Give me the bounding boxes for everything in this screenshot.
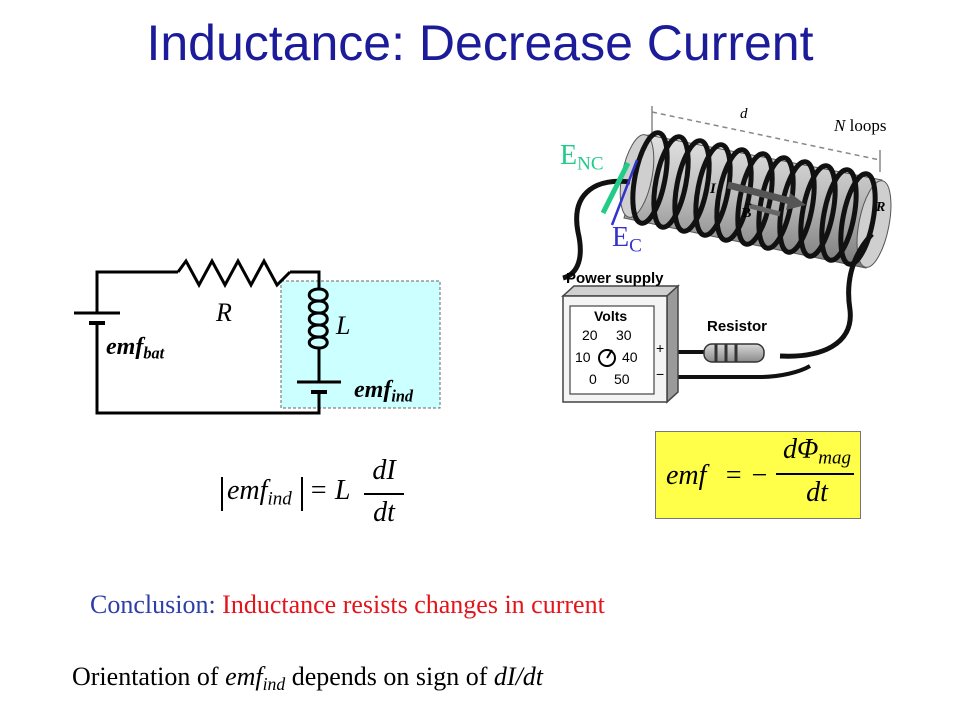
- solenoid-loops: [630, 130, 878, 267]
- inductor-highlight-box: [280, 280, 441, 409]
- equation2-denominator: dt: [806, 477, 828, 508]
- resistor-label: R: [216, 298, 232, 327]
- dial-mark-30: 30: [616, 327, 632, 343]
- current-arrow: [727, 181, 791, 205]
- radius-label: R: [876, 200, 886, 215]
- dial-mark-40: 40: [622, 349, 638, 365]
- resistor-text-label: Resistor: [707, 318, 768, 335]
- ec-arrow: [610, 159, 639, 226]
- induced-emf-label: emfind: [354, 377, 414, 406]
- conclusion-lead: Conclusion:: [90, 590, 216, 619]
- equation2-equals: = −: [724, 460, 769, 491]
- equation1-denominator: dt: [373, 497, 395, 528]
- wire-top-left: [95, 270, 178, 303]
- enc-label: ENC: [560, 140, 604, 175]
- solenoid-wire-right: [779, 232, 874, 359]
- dimension-d-label: d: [740, 106, 748, 122]
- resistor-zigzag: [176, 257, 292, 289]
- equation1-equals: = L: [309, 475, 351, 506]
- dial-mark-50: 50: [614, 371, 630, 387]
- inductor-label: L: [336, 311, 351, 340]
- field-arrow: [749, 203, 781, 217]
- wire-bottom: [95, 352, 321, 415]
- supply-wire-minus: [669, 364, 812, 379]
- power-supply-label: Power supply: [566, 270, 664, 287]
- terminal-plus: +: [656, 340, 665, 356]
- volts-label: Volts: [594, 308, 628, 324]
- dimension-line-d: [651, 111, 881, 161]
- ec-label: EC: [612, 222, 642, 257]
- equation2-fraction-bar: [776, 473, 854, 475]
- b-field-label: →B: [742, 197, 754, 221]
- solenoid-wire-left: [562, 178, 631, 281]
- abs-bar-right: [301, 477, 303, 511]
- inductor-equation: emfind = L dI dt: [214, 455, 414, 535]
- equation1-numerator: dI: [372, 455, 396, 486]
- orientation-line: Orientation of emfind depends on sign of…: [72, 662, 544, 694]
- page-title: Inductance: Decrease Current: [146, 15, 814, 71]
- equation1-lhs: emfind: [227, 475, 292, 510]
- wire-top-right: [290, 270, 321, 289]
- n-loops-label: N loops: [834, 116, 887, 135]
- current-label: I: [710, 181, 716, 197]
- equation1-fraction-bar: [364, 493, 404, 495]
- dial-mark-0: 0: [589, 371, 597, 387]
- enc-arrow: [600, 161, 631, 215]
- terminal-minus: −: [656, 366, 665, 382]
- conclusion-line: Conclusion: Inductance resists changes i…: [90, 590, 605, 620]
- dial-mark-10: 10: [575, 349, 591, 365]
- equation2-numerator: dΦmag: [782, 434, 852, 469]
- abs-bar-left: [221, 477, 223, 511]
- dial-mark-20: 20: [582, 327, 598, 343]
- faraday-equation-box: emf = − dΦmag dt: [655, 431, 861, 519]
- conclusion-text: Inductance resists changes in current: [222, 590, 605, 619]
- battery-emf-label: emfbat: [106, 334, 165, 363]
- inductor-coil: [307, 287, 329, 350]
- equation2-lhs: emf: [666, 460, 707, 491]
- apparatus-resistor: [703, 343, 765, 363]
